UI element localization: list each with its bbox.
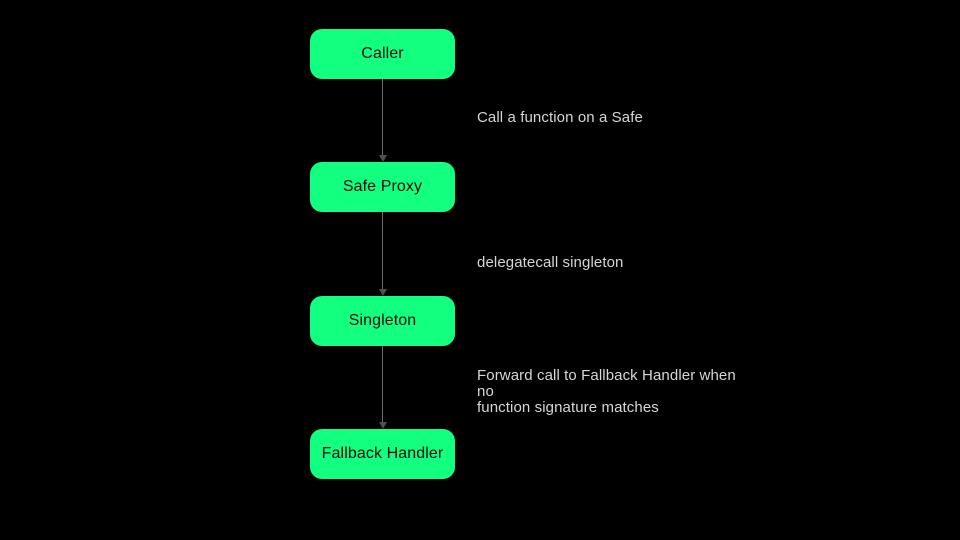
- arrowhead-down-icon: [378, 422, 387, 429]
- edge-label-delegatecall-singleton: delegatecall singleton: [477, 254, 624, 271]
- edge-label-call-function-on-safe: Call a function on a Safe: [477, 109, 643, 126]
- arrow-caller-to-safe-proxy: [378, 79, 387, 162]
- node-safe-proxy: Safe Proxy: [310, 162, 455, 212]
- arrow-line: [382, 79, 383, 156]
- node-caller: Caller: [310, 29, 455, 79]
- node-singleton: Singleton: [310, 296, 455, 346]
- node-fallback-handler: Fallback Handler: [310, 429, 455, 479]
- arrowhead-down-icon: [378, 289, 387, 296]
- arrowhead-down-icon: [378, 155, 387, 162]
- edge-label-forward-to-fallback-handler: Forward call to Fallback Handler when no…: [477, 367, 736, 416]
- arrow-singleton-to-fallback-handler: [378, 346, 387, 429]
- arrow-safe-proxy-to-singleton: [378, 212, 387, 296]
- arrow-line: [382, 212, 383, 290]
- arrow-line: [382, 346, 383, 423]
